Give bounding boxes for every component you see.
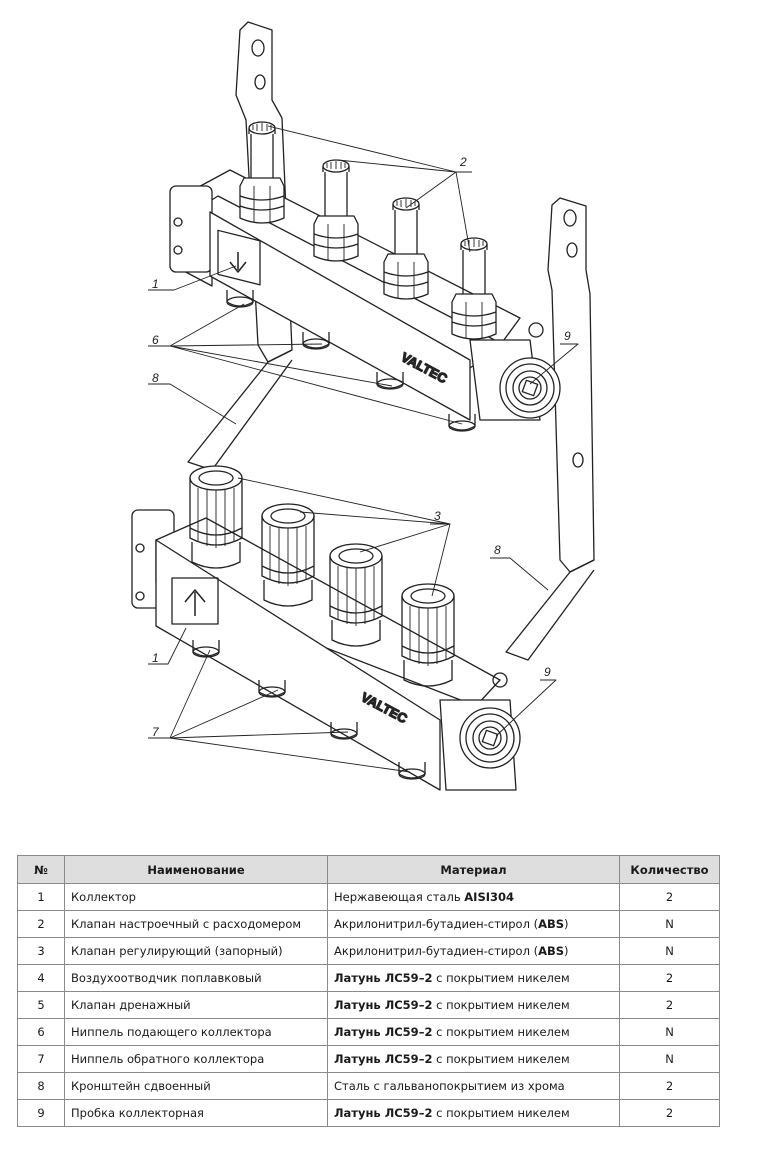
callout-leaders	[148, 125, 579, 773]
callout-6: 6	[152, 333, 159, 347]
material-bold-prefix: Латунь ЛС59–2	[334, 1025, 433, 1039]
callout-1-upper: 1	[152, 277, 159, 291]
cell-name: Клапан настроечный с расходомером	[64, 910, 328, 938]
material-bold-code: ABS	[538, 944, 565, 958]
material-bold-code: AISI304	[464, 890, 515, 904]
callout-9-lower: 9	[544, 665, 551, 679]
material-text-suffix: )	[564, 944, 569, 958]
table-header-row: № Наименование Материал Количество	[17, 855, 720, 884]
callout-8-upper: 8	[152, 371, 159, 385]
cell-quantity: N	[619, 1045, 720, 1073]
cell-quantity: 2	[619, 1072, 720, 1100]
cell-number: 6	[17, 1018, 65, 1046]
callout-8-lower: 8	[494, 543, 501, 557]
material-bold-prefix: Латунь ЛС59–2	[334, 1106, 433, 1120]
cell-quantity: 2	[619, 991, 720, 1019]
material-text: с покрытием никелем	[432, 1106, 570, 1120]
cell-quantity: N	[619, 937, 720, 965]
material-text: Акрилонитрил-бутадиен-стирол (	[334, 944, 539, 958]
cell-name: Пробка коллекторная	[64, 1099, 328, 1127]
cell-number: 1	[17, 883, 65, 911]
callout-1-lower: 1	[152, 651, 159, 665]
cell-quantity: 2	[619, 883, 720, 911]
cell-material: Акрилонитрил-бутадиен-стирол (ABS)	[327, 937, 620, 965]
material-text: Сталь с гальванопокрытием из хрома	[334, 1079, 565, 1093]
cell-name: Кронштейн сдвоенный	[64, 1072, 328, 1100]
cell-material: Акрилонитрил-бутадиен-стирол (ABS)	[327, 910, 620, 938]
cell-material: Латунь ЛС59–2 с покрытием никелем	[327, 1045, 620, 1073]
cell-name: Клапан регулирующий (запорный)	[64, 937, 328, 965]
upper-manifold: VALTEC	[169, 169, 561, 432]
cell-name: Воздухоотводчик поплавковый	[64, 964, 328, 992]
material-text: с покрытием никелем	[432, 998, 570, 1012]
material-text-suffix: )	[564, 917, 569, 931]
callout-labels: 2 1 6 8 9 3 8 1 7 9	[152, 155, 571, 739]
cell-name: Ниппель подающего коллектора	[64, 1018, 328, 1046]
cell-quantity: N	[619, 1018, 720, 1046]
cell-number: 4	[17, 964, 65, 992]
cell-material: Сталь с гальванопокрытием из хрома	[327, 1072, 620, 1100]
callout-7: 7	[152, 725, 160, 739]
callout-2: 2	[459, 155, 467, 169]
material-bold-prefix: Латунь ЛС59–2	[334, 1052, 433, 1066]
header-material: Материал	[327, 855, 620, 884]
cell-quantity: 2	[619, 1099, 720, 1127]
cell-number: 3	[17, 937, 65, 965]
cell-material: Латунь ЛС59–2 с покрытием никелем	[327, 991, 620, 1019]
material-text: с покрытием никелем	[432, 1052, 570, 1066]
right-bracket	[505, 197, 595, 661]
material-bold-prefix: Латунь ЛС59–2	[334, 971, 433, 985]
material-text: с покрытием никелем	[432, 971, 570, 985]
cell-name: Ниппель обратного коллектора	[64, 1045, 328, 1073]
cell-name: Клапан дренажный	[64, 991, 328, 1019]
cell-quantity: 2	[619, 964, 720, 992]
cell-number: 9	[17, 1099, 65, 1127]
cell-quantity: N	[619, 910, 720, 938]
cell-material: Латунь ЛС59–2 с покрытием никелем	[327, 1018, 620, 1046]
header-quantity: Количество	[619, 855, 720, 884]
lower-manifold: VALTEC	[131, 509, 521, 791]
material-text: Акрилонитрил-бутадиен-стирол (	[334, 917, 539, 931]
cell-name: Коллектор	[64, 883, 328, 911]
material-text: с покрытием никелем	[432, 1025, 570, 1039]
callout-9-upper: 9	[564, 329, 571, 343]
material-text: Нержавеющая сталь	[334, 890, 465, 904]
callout-3: 3	[434, 509, 441, 523]
manifold-assembly-drawing: VALTEC VALTEC	[131, 21, 595, 791]
cell-material: Латунь ЛС59–2 с покрытием никелем	[327, 1099, 620, 1127]
cell-material: Нержавеющая сталь AISI304	[327, 883, 620, 911]
cell-number: 8	[17, 1072, 65, 1100]
material-bold-code: ABS	[538, 917, 565, 931]
header-name: Наименование	[64, 855, 328, 884]
cell-material: Латунь ЛС59–2 с покрытием никелем	[327, 964, 620, 992]
cell-number: 5	[17, 991, 65, 1019]
cell-number: 2	[17, 910, 65, 938]
header-number: №	[17, 855, 65, 884]
material-bold-prefix: Латунь ЛС59–2	[334, 998, 433, 1012]
cell-number: 7	[17, 1045, 65, 1073]
